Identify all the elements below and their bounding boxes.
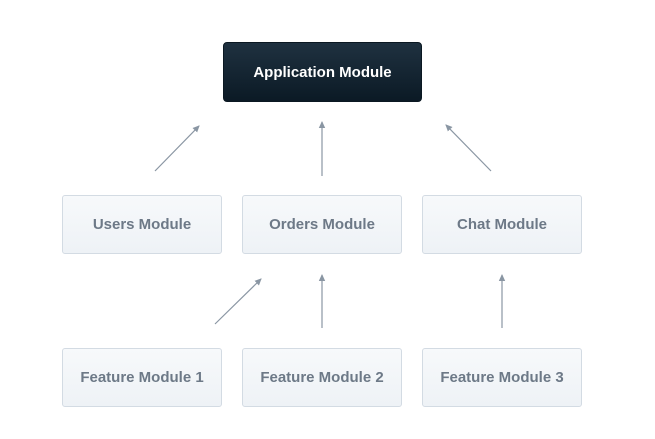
application-module-label: Application Module [253, 63, 392, 81]
chat-module-node: Chat Module [422, 195, 582, 254]
chat-module-label: Chat Module [457, 216, 547, 233]
arrow-feature1-to-orders [214, 278, 262, 325]
users-module-node: Users Module [62, 195, 222, 254]
arrow-users-to-app [154, 125, 200, 172]
feature-module-3-label: Feature Module 3 [440, 369, 564, 386]
feature-module-2-node: Feature Module 2 [242, 348, 402, 407]
orders-module-node: Orders Module [242, 195, 402, 254]
application-module-node: Application Module [223, 42, 422, 102]
orders-module-label: Orders Module [269, 216, 375, 233]
users-module-label: Users Module [92, 216, 192, 233]
feature-module-1-label: Feature Module 1 [80, 369, 204, 386]
feature-module-2-label: Feature Module 2 [260, 369, 384, 386]
feature-module-3-node: Feature Module 3 [422, 348, 582, 407]
feature-module-1-node: Feature Module 1 [62, 348, 222, 407]
arrow-chat-to-app [445, 124, 492, 172]
